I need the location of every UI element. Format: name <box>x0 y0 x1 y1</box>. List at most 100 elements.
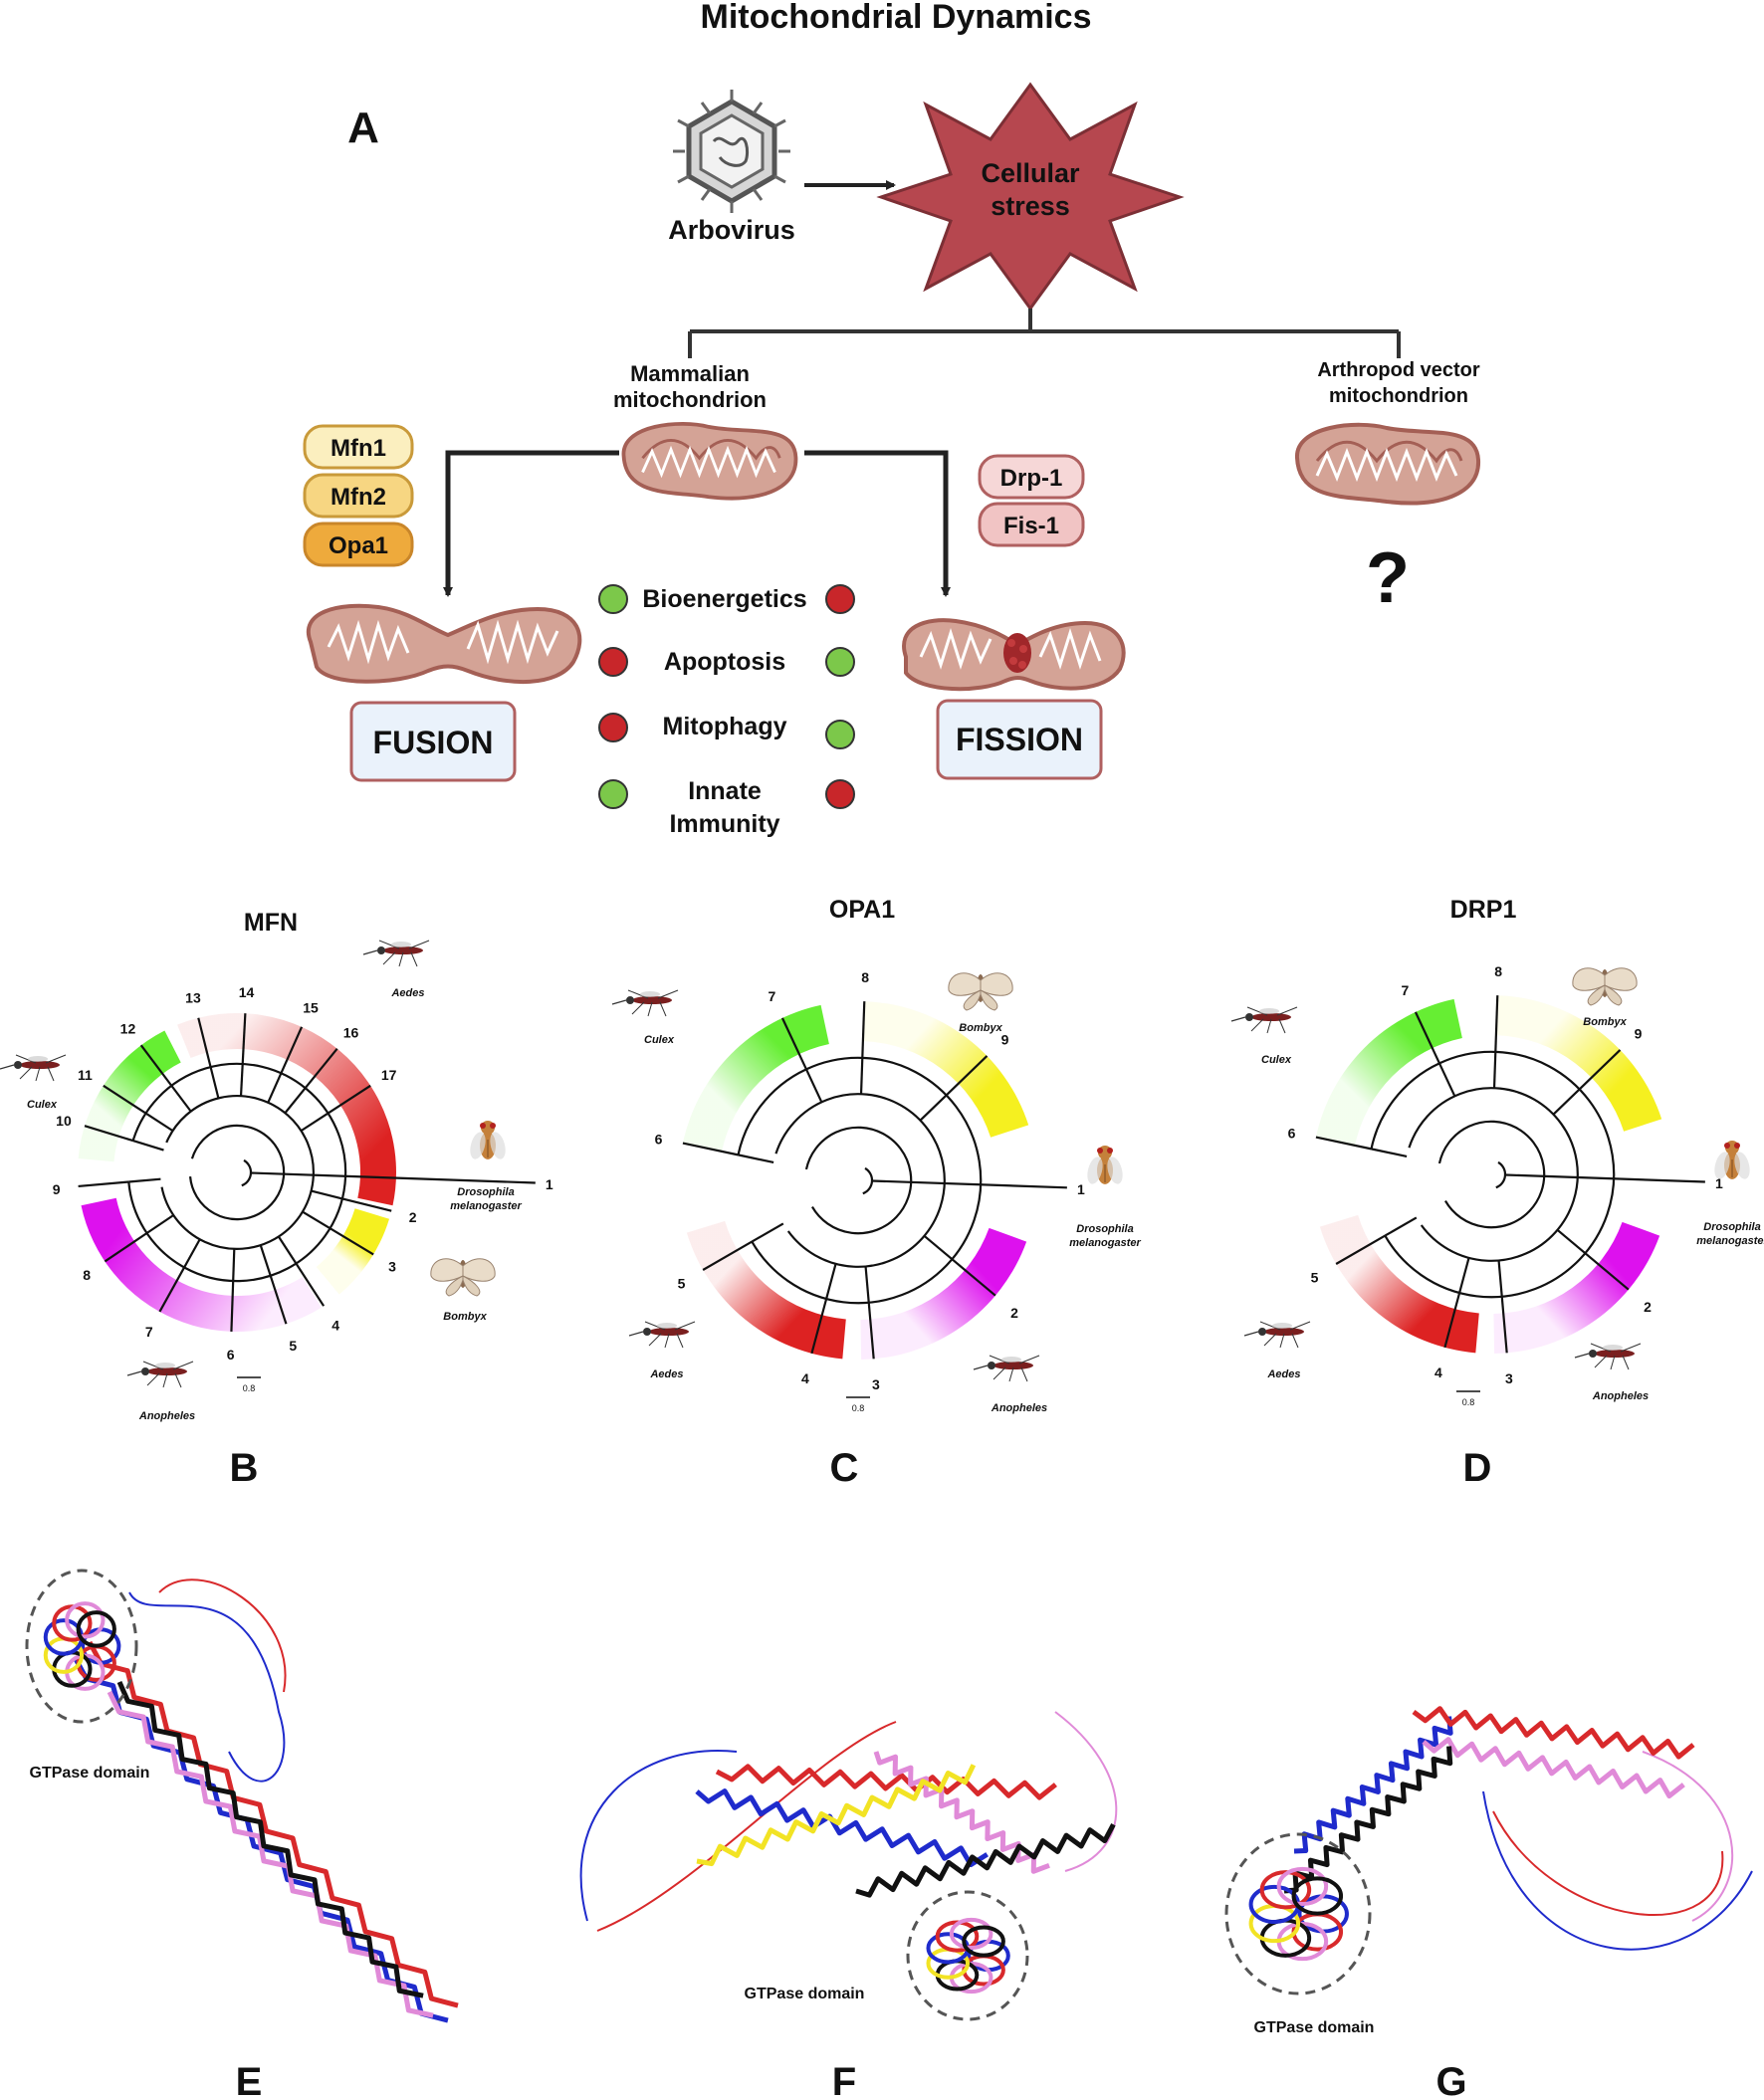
anopheles-mosquito-icon <box>126 1361 194 1388</box>
protein-helix <box>87 1640 459 2008</box>
arbovirus-icon <box>673 90 790 213</box>
mfn2-label: Mfn2 <box>331 484 386 511</box>
species-label-culex: Culex <box>644 1034 675 1046</box>
panel-f-letter: F <box>832 2060 856 2100</box>
protein-helix <box>695 1788 989 1868</box>
gtpase-domain-label: GTPase domain <box>1254 2019 1375 2036</box>
tree-mfn-tip-label: 4 <box>331 1318 339 1334</box>
tree-mfn-branches <box>78 1013 536 1332</box>
clade-band-yellow <box>862 1001 1029 1138</box>
bombyx-moth-icon <box>948 972 1013 1011</box>
tree-mfn-tip-label: 16 <box>343 1025 359 1041</box>
tree-mfn-tip-label: 7 <box>145 1324 153 1340</box>
tree-mfn-tip-label: 6 <box>227 1347 235 1363</box>
protein-loop <box>158 1578 287 1693</box>
anopheles-mosquito-icon <box>973 1355 1040 1382</box>
tree-drp1-tip-label: 7 <box>1401 982 1409 998</box>
tree-opa1-tip-label: 1 <box>1077 1181 1085 1197</box>
scale-bar-label: 0.8 <box>243 1383 256 1393</box>
tree-opa1-branches <box>682 1001 1067 1360</box>
arrow-to-fusion <box>443 450 619 597</box>
fusion-box <box>349 701 517 782</box>
species-label-bombyx: Bombyx <box>959 1022 1002 1034</box>
tree-mfn-tip-label: 3 <box>388 1259 396 1275</box>
effect-bioenergetics-fission-dot <box>825 584 855 614</box>
tree-mfn-tip-label: 17 <box>381 1067 397 1083</box>
gtpase-domain-outline <box>25 1569 138 1724</box>
culex-mosquito-icon <box>611 989 679 1017</box>
clade-band-red <box>686 1220 846 1360</box>
tree-opa1-tip-label: 4 <box>801 1370 809 1386</box>
panel-d-letter: D <box>1463 1446 1492 1490</box>
clade-band-yellow <box>1495 995 1662 1132</box>
tree-mfn-tip-label: 10 <box>56 1113 72 1129</box>
protein-helix <box>1283 1746 1453 1894</box>
fused-mitochondrion-icon <box>306 603 582 685</box>
protein-loop <box>1482 1790 1753 1951</box>
effect-bioenergetics-fusion-dot <box>598 584 628 614</box>
clade-band-green <box>1315 998 1462 1146</box>
fis1-pill <box>978 502 1085 547</box>
branch-bracket <box>688 309 1401 358</box>
species-label-drosophila-line2: melanogaster <box>1696 1235 1764 1247</box>
effect-immunity-label-line2: Immunity <box>669 810 779 838</box>
tree-mfn-tip-label: 14 <box>239 984 255 1000</box>
protein-loop <box>128 1591 286 1783</box>
clade-band-green <box>682 1004 829 1152</box>
mammalian-label-line2: mitochondrion <box>613 387 767 412</box>
tree-opa1: OPA1C123456789CulexBombyxDrosophilamelan… <box>611 896 1141 1490</box>
species-label-aedes: Aedes <box>649 1368 683 1380</box>
tree-mfn-tip-label: 12 <box>120 1021 136 1037</box>
bombyx-moth-icon <box>1572 967 1638 1006</box>
clade-band-magenta <box>860 1227 1027 1360</box>
species-label-culex: Culex <box>27 1099 58 1111</box>
protein-helix <box>715 1764 1057 1800</box>
protein-helix <box>116 1680 424 1998</box>
stress-label-line1: Cellular <box>981 158 1080 188</box>
aedes-mosquito-icon <box>628 1321 696 1349</box>
culex-mosquito-icon <box>1230 1006 1298 1034</box>
tree-opa1-tip-label: 9 <box>1001 1032 1009 1048</box>
tree-drp1-tip-label: 8 <box>1494 963 1502 979</box>
structure-panel-e: E GTPase domain <box>25 1569 459 2100</box>
gtpase-domain-cluster <box>43 1601 121 1691</box>
tree-mfn-tip-label: 15 <box>303 1000 319 1016</box>
panel-e-letter: E <box>236 2060 263 2100</box>
panel-c-letter: C <box>830 1446 859 1490</box>
stress-label-line2: stress <box>991 191 1070 221</box>
protein-loop <box>1642 1751 1734 1922</box>
fission-box <box>936 699 1103 780</box>
aedes-mosquito-icon <box>362 940 430 967</box>
protein-helix <box>1422 1737 1685 1799</box>
arthropod-mitochondrion-icon <box>1294 422 1481 506</box>
tree-drp1-title: DRP1 <box>1450 896 1517 924</box>
scale-bar-label: 0.8 <box>1462 1397 1475 1407</box>
species-label-drosophila: Drosophila <box>457 1186 514 1198</box>
drosophila-fly-icon <box>1711 1140 1753 1181</box>
effect-mitophagy-fusion-dot <box>598 713 628 742</box>
arthropod-label-line1: Arthropod vector <box>1317 359 1480 381</box>
species-label-drosophila: Drosophila <box>1076 1223 1133 1235</box>
species-label-culex: Culex <box>1261 1054 1292 1066</box>
protein-loop <box>579 1750 738 1922</box>
protein-helix <box>696 1764 977 1867</box>
clade-band-green <box>78 1030 181 1162</box>
gtpase-domain-cluster <box>926 1917 1010 1995</box>
mammalian-mitochondrion-icon <box>621 421 798 501</box>
tree-mfn-tip-label: 8 <box>83 1267 91 1283</box>
drosophila-fly-icon <box>467 1120 509 1161</box>
fissioning-mitochondrion-icon <box>902 618 1126 692</box>
tree-opa1-title: OPA1 <box>829 896 895 924</box>
gtpase-domain-label: GTPase domain <box>30 1765 150 1782</box>
tree-drp1-tip-label: 5 <box>1311 1270 1319 1286</box>
tree-drp1-tip-label: 4 <box>1434 1365 1442 1380</box>
mfn2-pill <box>303 473 414 519</box>
tree-drp1-tip-label: 1 <box>1715 1175 1723 1191</box>
protein-helix <box>855 1823 1116 1898</box>
tree-mfn-tip-label: 2 <box>409 1209 417 1225</box>
panel-a-letter: A <box>347 104 379 152</box>
culex-mosquito-icon <box>0 1054 67 1082</box>
